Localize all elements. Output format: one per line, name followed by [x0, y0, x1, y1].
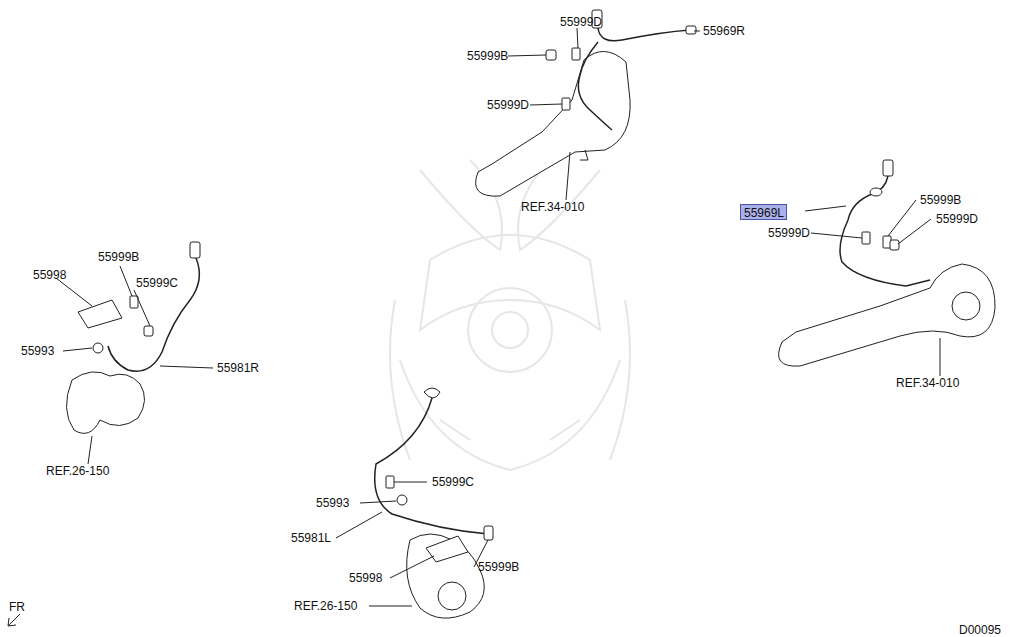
callout-number: 55999B: [477, 560, 520, 574]
part-line: [424, 388, 440, 398]
part-line: [426, 536, 468, 562]
part-line: [438, 582, 466, 610]
drawing-note: FR: [8, 600, 26, 614]
callout-number: 55999D: [935, 212, 979, 226]
callout-number: 55999D: [559, 15, 603, 29]
part-line: [566, 152, 570, 200]
part-line: [8, 614, 20, 626]
part-line: [530, 104, 562, 105]
part-line: [144, 326, 153, 336]
part-line: [390, 556, 434, 578]
part-line: [63, 348, 92, 351]
part-line: [840, 176, 930, 286]
callout-number: 55999D: [486, 98, 530, 112]
callout-number: 55993: [20, 344, 55, 358]
part-line: [952, 292, 980, 320]
part-line: [468, 288, 552, 372]
part-line: [407, 534, 485, 618]
part-line: [508, 55, 546, 56]
part-line: [420, 235, 600, 330]
part-line: [394, 482, 427, 483]
callout-number: REF.34-010: [895, 376, 960, 390]
part-line: [360, 501, 396, 503]
part-line: [78, 300, 122, 328]
callout-number: 55998: [32, 268, 67, 282]
part-line: [577, 28, 578, 48]
callout-number: REF.34-010: [520, 200, 585, 214]
part-line: [108, 258, 199, 371]
part-line: [56, 278, 92, 306]
callout-number: 55999B: [919, 193, 962, 207]
callout-number: REF.26-150: [293, 599, 358, 613]
part-line: [898, 219, 931, 244]
callout-number: 55999B: [466, 49, 509, 63]
part-line: [375, 398, 488, 534]
part-line: [890, 240, 899, 250]
callout-number: 55999D: [767, 226, 811, 240]
part-line: [870, 188, 882, 196]
part-line: [779, 264, 995, 366]
part-line: [190, 242, 200, 258]
callout-number: 55981L: [290, 531, 332, 545]
part-line: [400, 360, 620, 470]
part-line: [476, 51, 631, 196]
drawing-note: D00095: [958, 623, 1002, 637]
part-line: [484, 526, 493, 540]
part-line: [811, 233, 862, 238]
callout-number: 55969R: [702, 24, 746, 38]
callout-number: 55999C: [431, 475, 475, 489]
part-line: [66, 372, 144, 434]
part-line: [369, 606, 412, 607]
highlighted-part-number: 55969L: [740, 204, 787, 220]
part-line: [120, 266, 132, 296]
part-line: [694, 31, 700, 32]
part-line: [562, 98, 570, 110]
part-line: [598, 28, 690, 41]
part-line: [862, 232, 870, 244]
part-line: [134, 290, 150, 326]
part-line: [883, 160, 893, 176]
callout-number: 55993: [315, 496, 350, 510]
part-line: [130, 296, 138, 308]
leader-lines: [56, 28, 940, 606]
callout-number: 55981R: [216, 361, 260, 375]
callout-number: REF.26-150: [45, 464, 110, 478]
part-line: [578, 42, 612, 130]
part-line: [390, 300, 630, 460]
part-lines: [8, 10, 995, 626]
callout-number: 55999C: [135, 276, 179, 290]
part-line: [160, 366, 213, 368]
part-line: [888, 200, 916, 236]
part-line: [88, 436, 92, 464]
part-line: [492, 312, 528, 348]
part-line: [572, 48, 580, 60]
part-line: [386, 476, 394, 488]
part-line: [336, 512, 382, 538]
part-line: [397, 495, 407, 505]
part-line: [940, 338, 941, 376]
callout-number: 55999B: [97, 250, 140, 264]
watermark-logo: [390, 160, 630, 470]
callout-number: 55969L: [744, 206, 783, 220]
callout-number: 55998: [348, 571, 383, 585]
part-line: [686, 26, 696, 34]
part-line: [805, 206, 846, 211]
part-line: [546, 50, 556, 60]
part-line: [93, 343, 103, 353]
part-line: [580, 150, 588, 160]
